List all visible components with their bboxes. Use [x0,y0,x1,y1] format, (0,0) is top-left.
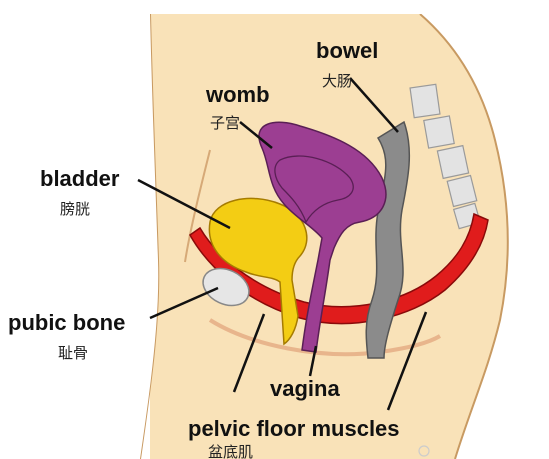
pubic-bone-pointer [149,286,219,320]
womb-label-zh: 子宫 [210,114,240,132]
bladder-label-zh: 膀胱 [60,200,90,218]
bowel-label: bowel [316,38,378,63]
pubic-bone-label-zh: 耻骨 [58,344,88,362]
pelvic-floor-muscle [189,212,489,325]
bowel-pointer [349,77,399,133]
muscle-lower-line [208,318,442,357]
outside-left [0,0,159,459]
vertebra [423,115,455,149]
vertebra [446,174,478,208]
pelvic-floor-label: pelvic floor muscles [188,416,400,441]
watermark-icon [418,445,430,457]
vertebra [436,144,470,180]
bowel-label-zh: 大肠 [322,72,352,90]
pubic-bone-label: pubic bone [8,310,125,335]
outside-top [0,0,549,14]
pelvic-floor-pointer-right [386,311,428,411]
back-outline [420,14,549,459]
pubic-bone-shape [202,267,250,307]
pelvic-floor-label-zh: 盆底肌 [208,443,253,459]
spine [409,83,482,230]
vagina-pointer [308,345,318,377]
vagina-label: vagina [270,376,340,401]
pelvic-floor-pointer-left [232,313,266,393]
bladder-label: bladder [40,166,120,191]
womb-label: womb [205,82,270,107]
vertebra [409,83,441,119]
back-edge [419,13,509,459]
bladder-shape [208,197,308,346]
womb-shape [258,121,387,353]
womb-pointer [239,121,273,149]
bladder-pointer [137,178,231,230]
womb-cavity [274,155,354,224]
